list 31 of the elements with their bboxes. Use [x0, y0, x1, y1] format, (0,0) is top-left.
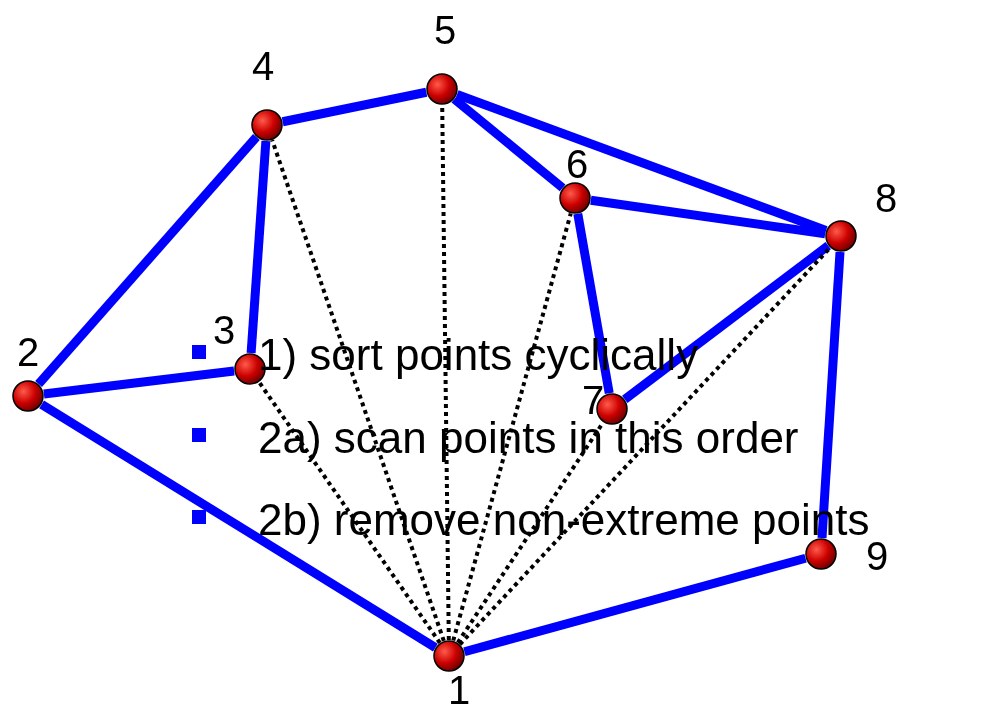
edge-line [43, 366, 235, 399]
edge-line [35, 134, 260, 387]
edge-line [573, 212, 614, 395]
edge-line [39, 400, 438, 652]
edge-line [817, 251, 845, 539]
point-number: 8 [875, 182, 898, 214]
point-number: 9 [866, 540, 889, 572]
point-number: 4 [252, 50, 275, 82]
list-item: 2a) scan points in this order [258, 416, 799, 460]
dotted-line [451, 212, 573, 642]
point-number: 3 [213, 314, 236, 346]
dotted-line [257, 381, 442, 644]
edge-line [451, 95, 566, 192]
point-marker [251, 109, 283, 141]
edge-line [590, 195, 826, 239]
point-marker [825, 220, 857, 252]
edge-line [246, 140, 271, 354]
dotted-line [270, 139, 446, 642]
point-number: 5 [434, 14, 457, 46]
point-marker [433, 640, 465, 672]
point-marker [12, 380, 44, 412]
edge-line [281, 87, 428, 127]
point-marker [426, 73, 458, 105]
edge-line [463, 553, 807, 657]
edge-line [622, 242, 831, 403]
point-number: 1 [448, 674, 471, 706]
point-marker [559, 182, 591, 214]
point-number: 7 [582, 384, 605, 416]
point-number: 2 [17, 336, 40, 368]
point-number: 6 [566, 148, 589, 180]
dotted-line [458, 246, 832, 646]
